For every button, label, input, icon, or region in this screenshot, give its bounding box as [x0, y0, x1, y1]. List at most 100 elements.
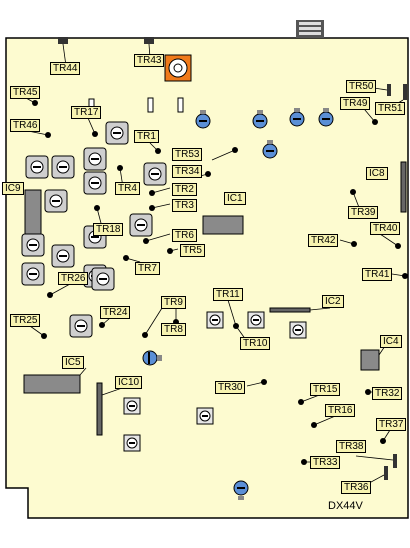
blue-trimmer — [252, 110, 268, 129]
leader-line — [151, 203, 171, 209]
switch-block — [69, 314, 93, 338]
trimmer-square — [247, 311, 265, 329]
label-tr38: TR38 — [336, 440, 367, 453]
tr44-body — [58, 37, 68, 44]
leader-line — [382, 429, 391, 442]
leader-line — [149, 142, 159, 152]
blue-trimmer — [233, 480, 249, 500]
label-tr30: TR30 — [215, 381, 246, 394]
label-tr1: TR1 — [134, 130, 159, 143]
leader-line — [355, 455, 394, 461]
switch-block — [83, 147, 107, 171]
ic2-chip — [269, 307, 311, 313]
ic1-chip — [202, 215, 244, 235]
ic8-chip — [400, 161, 407, 213]
ic4-chip — [360, 349, 380, 371]
label-ic2: IC2 — [322, 295, 344, 308]
capacitor — [177, 97, 184, 113]
label-tr17: TR17 — [71, 106, 102, 119]
board-name: DX44V — [328, 500, 363, 512]
leader-line — [339, 239, 355, 245]
label-tr16: TR16 — [325, 404, 356, 417]
label-tr9: TR9 — [161, 296, 186, 309]
label-ic4: IC4 — [380, 335, 402, 348]
label-tr41: TR41 — [362, 268, 393, 281]
leader-line — [227, 299, 237, 327]
top-connector — [296, 20, 324, 38]
label-tr37: TR37 — [376, 418, 407, 431]
label-tr7: TR7 — [135, 262, 160, 275]
label-ic5: IC5 — [62, 356, 84, 369]
label-tr10: TR10 — [240, 337, 271, 350]
blue-trimmer — [318, 108, 334, 127]
leader-line — [145, 233, 171, 242]
label-tr18: TR18 — [93, 223, 124, 236]
leader-line — [246, 381, 265, 387]
label-tr53: TR53 — [172, 148, 203, 161]
leader-line — [87, 117, 96, 135]
label-tr4: TR4 — [115, 182, 140, 195]
switch-block — [51, 244, 75, 268]
label-tr36: TR36 — [341, 481, 372, 494]
capacitor — [147, 97, 154, 113]
label-tr34: TR34 — [172, 165, 203, 178]
leader-line — [79, 367, 87, 376]
label-ic8: IC8 — [366, 167, 388, 180]
switch-block — [105, 121, 129, 145]
leader-line — [391, 273, 406, 277]
ic5-chip — [23, 374, 81, 394]
label-tr42: TR42 — [308, 234, 339, 247]
ic10-chip — [96, 382, 103, 436]
tr38-body — [393, 454, 397, 468]
label-tr50: TR50 — [346, 80, 377, 93]
tr51-body — [403, 84, 407, 100]
label-tr45: TR45 — [10, 86, 41, 99]
label-ic1: IC1 — [224, 192, 246, 205]
switch-block — [21, 262, 45, 286]
label-tr2: TR2 — [172, 183, 197, 196]
tr50-body — [387, 84, 391, 96]
leader-line — [379, 233, 399, 247]
tr36-body — [384, 466, 388, 480]
leader-line — [29, 325, 45, 337]
trimmer-square — [123, 434, 141, 452]
blue-trimmer — [262, 140, 278, 159]
label-ic9: IC9 — [2, 182, 24, 195]
leader-line — [151, 187, 171, 194]
leader-line — [101, 317, 111, 326]
ic9-chip — [24, 189, 42, 235]
label-tr15: TR15 — [310, 383, 341, 396]
label-tr26: TR26 — [58, 272, 89, 285]
label-tr25: TR25 — [10, 314, 41, 327]
switch-block — [25, 155, 49, 179]
switch-block — [91, 267, 115, 291]
trimmer-square — [196, 407, 214, 425]
label-tr32: TR32 — [372, 387, 403, 400]
orange-potentiometer — [164, 54, 192, 82]
leader-line — [169, 248, 179, 252]
label-tr43: TR43 — [134, 54, 165, 67]
trimmer-square — [289, 321, 307, 339]
label-tr44: TR44 — [50, 62, 81, 75]
leader-line — [125, 257, 141, 263]
blue-trimmer — [142, 350, 162, 366]
label-tr8: TR8 — [161, 323, 186, 336]
switch-block — [143, 162, 167, 186]
switch-block — [44, 189, 68, 213]
label-tr46: TR46 — [10, 119, 41, 132]
trimmer-square — [206, 311, 224, 329]
switch-block — [83, 171, 107, 195]
leader-line — [211, 149, 236, 161]
label-tr5: TR5 — [180, 244, 205, 257]
leader-line — [309, 307, 331, 311]
label-tr3: TR3 — [172, 199, 197, 212]
switch-block — [21, 233, 45, 257]
blue-trimmer — [195, 110, 211, 129]
switch-block — [129, 213, 153, 237]
label-tr39: TR39 — [348, 206, 379, 219]
label-tr40: TR40 — [370, 222, 401, 235]
blue-trimmer — [289, 108, 305, 127]
tr43-body — [144, 37, 154, 44]
label-ic10: IC10 — [115, 376, 143, 389]
